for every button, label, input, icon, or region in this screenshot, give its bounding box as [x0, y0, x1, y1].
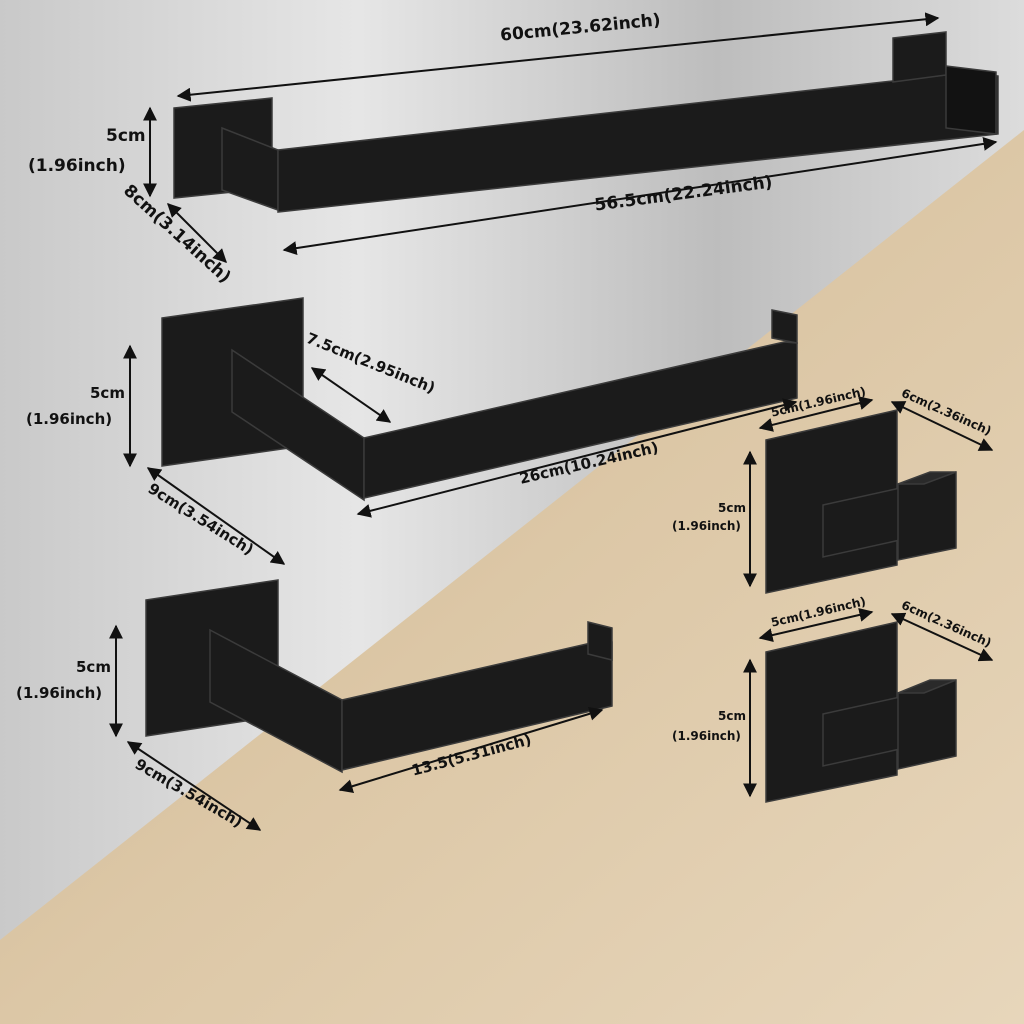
towel-bar-height-in-label: (1.96inch): [28, 156, 126, 176]
paper-holder-depth-arrow: [126, 741, 262, 831]
paper-holder: [145, 579, 613, 774]
towel-bar-depth-arrow: [167, 203, 227, 263]
paper-holder-height-cm-label: 5cm: [76, 658, 111, 676]
robe-hook-1: [765, 409, 957, 594]
robe-hook-2: [765, 621, 957, 803]
towel-ring-depth-arrow: [146, 467, 286, 565]
hook-2-height-cm-label: 5cm: [718, 709, 746, 723]
towel-ring-length-arrow: [356, 398, 798, 518]
towel-bar-height-cm-label: 5cm: [106, 126, 146, 146]
hook-2-depth-arrow: [890, 612, 994, 662]
paper-holder-height-in-label: (1.96inch): [16, 684, 103, 702]
towel-ring-height-cm-label: 5cm: [90, 384, 125, 402]
towel-ring-bar: [161, 297, 798, 502]
towel-bar-outer-length-arrow: [176, 12, 940, 102]
hook-1-width-arrow: [758, 396, 874, 432]
towel-bar: [173, 31, 999, 213]
hook-2-height-in-label: (1.96inch): [672, 729, 741, 743]
towel-ring-height-in-label: (1.96inch): [26, 410, 113, 428]
paper-holder-length-arrow: [338, 706, 604, 794]
hook-1-height-cm-label: 5cm: [718, 501, 746, 515]
hook-2-width-arrow: [758, 608, 874, 642]
hook-1-height-in-label: (1.96inch): [672, 519, 741, 533]
hook-1-depth-arrow: [890, 401, 994, 451]
towel-bar-inner-length-arrow: [282, 136, 998, 256]
